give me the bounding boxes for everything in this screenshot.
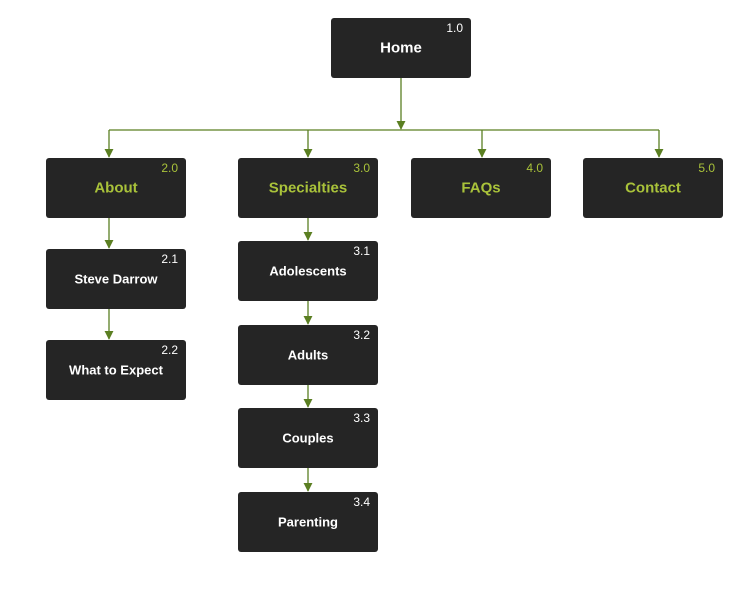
node-parenting[interactable]: 3.4 Parenting [238, 492, 378, 552]
node-specialties[interactable]: 3.0 Specialties [238, 158, 378, 218]
node-label: Steve Darrow [74, 271, 158, 287]
node-number: 3.3 [353, 411, 370, 425]
node-steve-darrow[interactable]: 2.1 Steve Darrow [46, 249, 186, 309]
node-label: Contact [625, 179, 681, 197]
node-number: 3.4 [353, 495, 370, 509]
node-number: 3.1 [353, 244, 370, 258]
node-label: Specialties [268, 179, 348, 197]
node-label: What to Expect [69, 362, 163, 378]
node-faqs[interactable]: 4.0 FAQs [411, 158, 551, 218]
node-what-to-expect[interactable]: 2.2 What to Expect [46, 340, 186, 400]
node-label: Couples [282, 430, 334, 446]
node-label: About [94, 179, 138, 197]
node-contact[interactable]: 5.0 Contact [583, 158, 723, 218]
node-number: 1.0 [446, 21, 463, 35]
node-adolescents[interactable]: 3.1 Adolescents [238, 241, 378, 301]
node-number: 4.0 [526, 161, 543, 175]
node-label: Adults [287, 347, 329, 363]
node-home[interactable]: 1.0 Home [331, 18, 471, 78]
node-couples[interactable]: 3.3 Couples [238, 408, 378, 468]
node-number: 2.0 [161, 161, 178, 175]
node-number: 3.2 [353, 328, 370, 342]
node-label: Parenting [278, 514, 338, 530]
node-label: FAQs [461, 179, 501, 197]
node-number: 5.0 [698, 161, 715, 175]
node-adults[interactable]: 3.2 Adults [238, 325, 378, 385]
node-number: 3.0 [353, 161, 370, 175]
node-number: 2.2 [161, 343, 178, 357]
node-number: 2.1 [161, 252, 178, 266]
node-about[interactable]: 2.0 About [46, 158, 186, 218]
node-label: Adolescents [269, 263, 347, 279]
node-label: Home [380, 39, 422, 57]
